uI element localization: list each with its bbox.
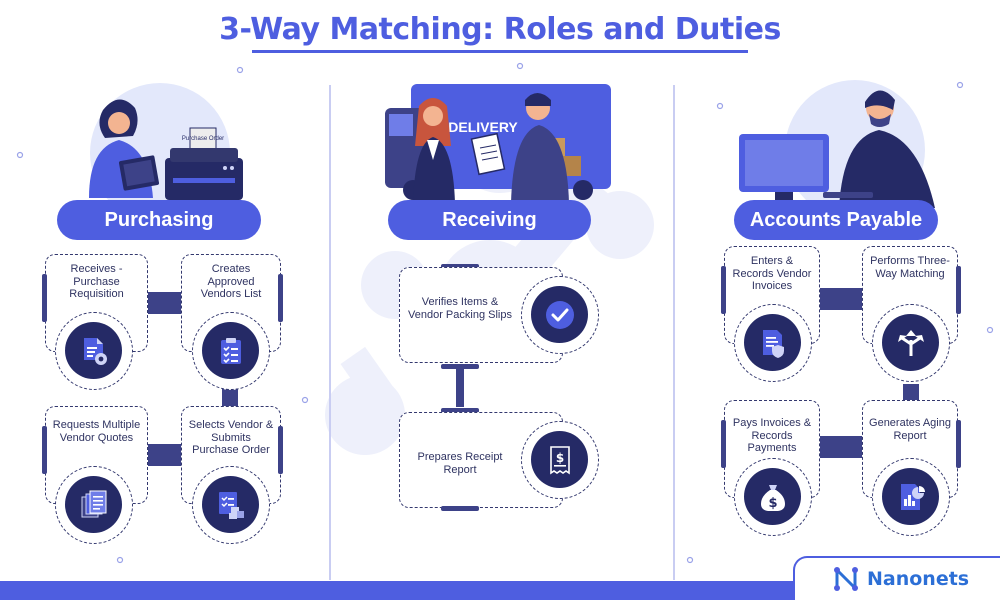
duty-icon-disc: $ xyxy=(531,431,588,488)
duty-icon-ring xyxy=(55,466,133,544)
svg-text:$: $ xyxy=(555,451,563,465)
purchasing-illustration: Purchase Order xyxy=(89,83,243,208)
duty-icon-ring xyxy=(521,276,599,354)
document-gear-icon xyxy=(83,337,107,365)
receiving-illustration: DELIVERY xyxy=(385,84,611,203)
brand-name: Nanonets xyxy=(867,568,970,590)
connector-ap-top xyxy=(817,288,865,310)
duty-icon-ring xyxy=(872,458,950,536)
connector-receiving-vertical xyxy=(456,367,464,407)
duty-text: Selects Vendor & Submits Purchase Order xyxy=(188,419,274,456)
connector-purchasing-top xyxy=(143,292,185,314)
svg-text:$: $ xyxy=(768,496,777,511)
duty-icon-disc xyxy=(882,314,939,371)
title-underline xyxy=(252,50,748,53)
checklist-boxes-icon xyxy=(218,491,244,519)
card-top-bar xyxy=(441,264,479,269)
role-pill-accounts-payable: Accounts Payable xyxy=(734,200,938,240)
duty-text: Performs Three-Way Matching xyxy=(870,255,950,280)
role-pill-purchasing: Purchasing xyxy=(57,200,261,240)
connector-ap-bottom xyxy=(817,436,865,458)
nanonets-logo-icon xyxy=(834,567,858,591)
card-bottom-bar xyxy=(441,506,479,511)
accounts-payable-illustration xyxy=(739,80,935,208)
three-way-arrows-icon xyxy=(897,329,924,356)
column-divider-left xyxy=(329,85,331,580)
page-title: 3-Way Matching: Roles and Duties xyxy=(219,12,781,47)
duty-text: Prepares Receipt Report xyxy=(417,451,503,476)
card-side-bar xyxy=(721,266,726,314)
duty-icon-ring xyxy=(734,304,812,382)
report-chart-icon xyxy=(900,483,925,510)
check-badge-icon xyxy=(545,300,574,329)
duty-icon-ring xyxy=(192,466,270,544)
duty-icon-disc xyxy=(65,476,122,533)
duty-icon-disc xyxy=(65,322,122,379)
duty-icon-disc xyxy=(202,322,259,379)
role-pill-receiving: Receiving xyxy=(388,200,591,240)
duty-icon-disc xyxy=(202,476,259,533)
card-side-bar xyxy=(278,426,283,474)
connector-receiving-bottom xyxy=(441,408,479,413)
truck-label: DELIVERY xyxy=(448,119,518,135)
invoice-shield-icon xyxy=(762,329,784,358)
duty-text: Requests Multiple Vendor Quotes xyxy=(52,419,141,444)
footer-bar xyxy=(0,581,1000,600)
card-side-bar xyxy=(721,420,726,468)
duty-icon-disc xyxy=(744,314,801,371)
card-side-bar xyxy=(278,274,283,322)
duty-icon-disc xyxy=(882,468,939,525)
duty-icon-ring: $ xyxy=(521,421,599,499)
card-side-bar xyxy=(42,274,47,322)
duty-icon-ring xyxy=(192,312,270,390)
duty-icon-ring: $ xyxy=(734,458,812,536)
clipboard-checklist-icon xyxy=(220,337,241,364)
connector-receiving-top xyxy=(441,364,479,369)
card-side-bar xyxy=(42,426,47,474)
duty-text: Creates Approved Vendors List xyxy=(200,263,262,300)
duty-icon-ring xyxy=(872,304,950,382)
connector-ap-vertical xyxy=(903,384,919,404)
duty-icon-ring xyxy=(55,312,133,390)
receipt-dollar-icon: $ xyxy=(549,445,570,474)
card-side-bar xyxy=(956,266,961,314)
duty-text: Enters & Records Vendor Invoices xyxy=(732,255,812,292)
duty-icon-disc xyxy=(531,286,588,343)
duty-icon-disc: $ xyxy=(744,468,801,525)
printer-paper-label: Purchase Order xyxy=(182,136,224,142)
column-divider-right xyxy=(673,85,675,580)
money-bag-icon: $ xyxy=(760,484,785,511)
duty-text: Receives - Purchase Requisition xyxy=(69,263,124,300)
card-side-bar xyxy=(956,420,961,468)
duty-text: Verifies Items & Vendor Packing Slips xyxy=(408,296,512,321)
connector-purchasing-bottom xyxy=(143,444,185,466)
stacked-documents-icon xyxy=(81,490,106,517)
duty-text: Generates Aging Report xyxy=(869,417,951,442)
duty-text: Pays Invoices & Records Payments xyxy=(732,417,812,454)
brand-box: Nanonets xyxy=(793,556,1000,600)
